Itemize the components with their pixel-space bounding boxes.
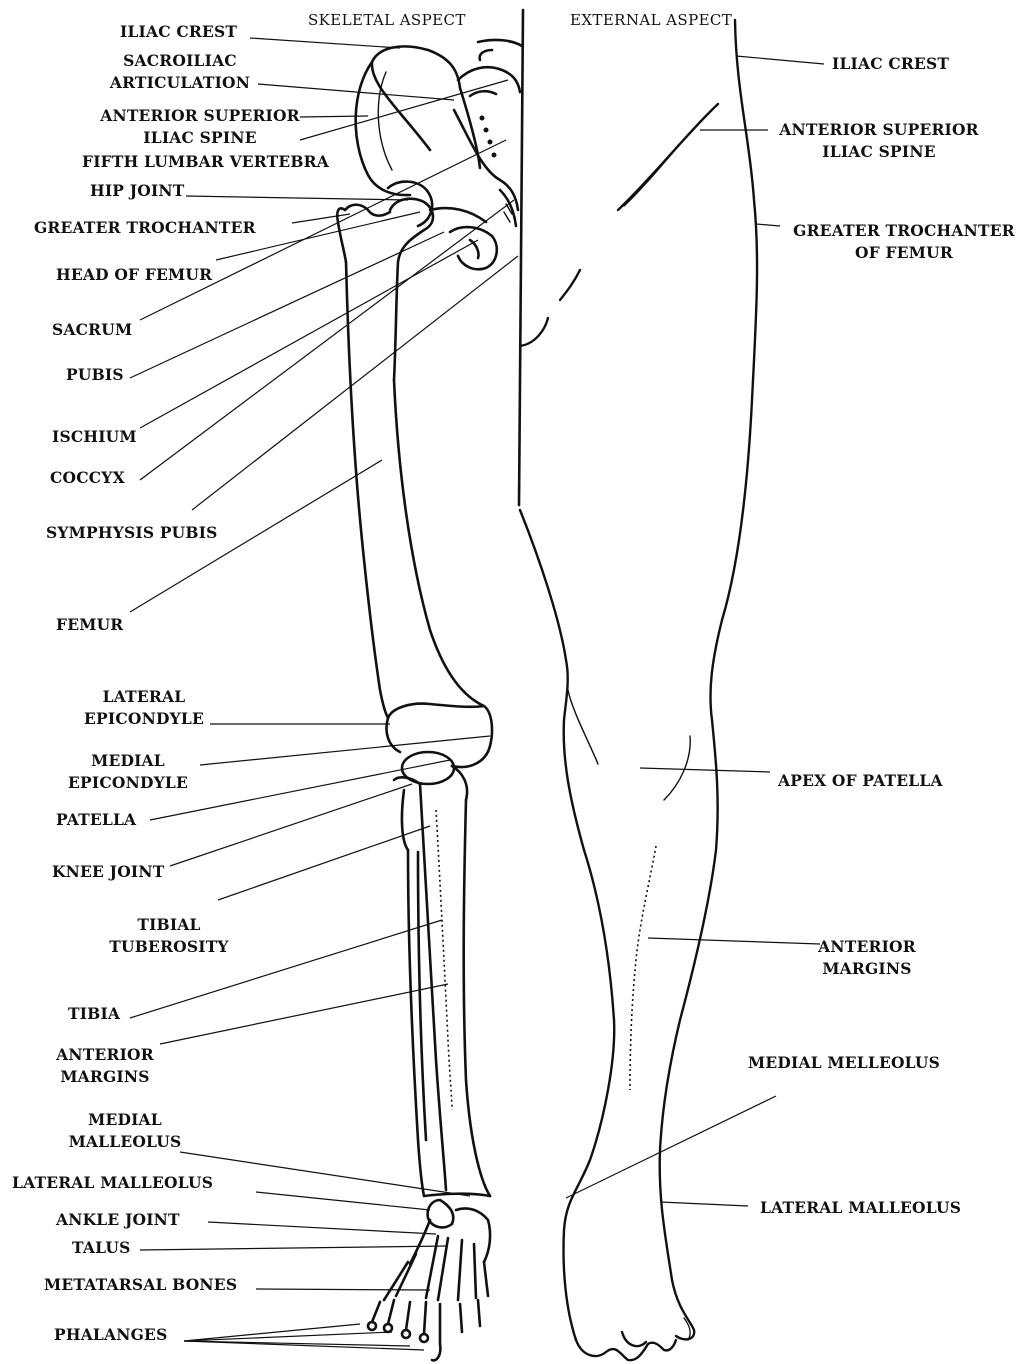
label-anterior-margins-left-line2: MARGINS <box>50 1066 160 1088</box>
label-asis-left-line1: ANTERIOR SUPERIOR <box>94 105 306 127</box>
skeletal-aspect-header: SKELETAL ASPECT <box>308 9 466 31</box>
label-sacroiliac-line2: ARTICULATION <box>100 72 260 94</box>
label-medial-epicondyle: MEDIAL EPICONDYLE <box>68 750 188 794</box>
label-tibial-tuberosity-line1: TIBIAL <box>104 914 234 936</box>
label-coccyx: COCCYX <box>50 467 125 489</box>
label-sacroiliac-articulation: SACROILIAC ARTICULATION <box>100 50 260 94</box>
label-apex-of-patella: APEX OF PATELLA <box>778 770 943 792</box>
label-sacrum: SACRUM <box>52 319 132 341</box>
label-knee-joint: KNEE JOINT <box>52 861 164 883</box>
label-metatarsal-bones: METATARSAL BONES <box>44 1274 237 1296</box>
label-iliac-crest-right: ILIAC CREST <box>832 53 949 75</box>
label-greater-trochanter-left: GREATER TROCHANTER <box>34 217 256 239</box>
label-patella: PATELLA <box>56 809 136 831</box>
label-asis-left-line2: ILIAC SPINE <box>94 127 306 149</box>
label-tibia: TIBIA <box>68 1003 120 1025</box>
label-pubis: PUBIS <box>66 364 124 386</box>
label-medial-melleolus-right: MEDIAL MELLEOLUS <box>748 1052 940 1074</box>
label-talus: TALUS <box>72 1237 130 1259</box>
label-greater-trochanter-right-line2: OF FEMUR <box>784 242 1024 264</box>
label-iliac-crest-left: ILIAC CREST <box>120 21 237 43</box>
label-sacroiliac-line1: SACROILIAC <box>100 50 260 72</box>
tibia-bone <box>394 766 490 1196</box>
label-ischium: ISCHIUM <box>52 426 137 448</box>
label-lateral-malleolus-right: LATERAL MALLEOLUS <box>760 1197 961 1219</box>
label-fifth-lumbar: FIFTH LUMBAR VERTEBRA <box>82 151 329 173</box>
label-hip-joint: HIP JOINT <box>90 180 185 202</box>
label-greater-trochanter-right: GREATER TROCHANTER OF FEMUR <box>784 220 1024 264</box>
label-asis-right: ANTERIOR SUPERIOR ILIAC SPINE <box>772 119 986 163</box>
label-lateral-epicondyle-line2: EPICONDYLE <box>84 708 204 730</box>
label-lateral-epicondyle: LATERAL EPICONDYLE <box>84 686 204 730</box>
divider-line <box>519 10 523 505</box>
label-femur: FEMUR <box>56 614 123 636</box>
label-tibial-tuberosity-line2: TUBEROSITY <box>104 936 234 958</box>
label-phalanges: PHALANGES <box>54 1324 167 1346</box>
label-ankle-joint: ANKLE JOINT <box>56 1209 180 1231</box>
label-medial-malleolus-line1: MEDIAL <box>60 1109 190 1131</box>
label-anterior-margins-left: ANTERIOR MARGINS <box>50 1044 160 1088</box>
leg-outline <box>520 20 757 1360</box>
label-asis-right-line1: ANTERIOR SUPERIOR <box>772 119 986 141</box>
label-greater-trochanter-right-line1: GREATER TROCHANTER <box>784 220 1024 242</box>
femur-bone <box>337 199 492 767</box>
label-tibial-tuberosity: TIBIAL TUBEROSITY <box>104 914 234 958</box>
label-lateral-epicondyle-line1: LATERAL <box>84 686 204 708</box>
label-medial-epicondyle-line1: MEDIAL <box>68 750 188 772</box>
label-medial-malleolus-line2: MALLEOLUS <box>60 1131 190 1153</box>
label-anterior-margins-right: ANTERIOR MARGINS <box>812 936 922 980</box>
label-anterior-margins-right-line1: ANTERIOR <box>812 936 922 958</box>
label-medial-malleolus-left: MEDIAL MALLEOLUS <box>60 1109 190 1153</box>
label-anterior-margins-right-line2: MARGINS <box>812 958 922 980</box>
label-asis-left: ANTERIOR SUPERIOR ILIAC SPINE <box>94 105 306 149</box>
label-asis-right-line2: ILIAC SPINE <box>772 141 986 163</box>
label-symphysis-pubis: SYMPHYSIS PUBIS <box>46 522 218 544</box>
foot-bones <box>368 1194 490 1361</box>
label-medial-epicondyle-line2: EPICONDYLE <box>68 772 188 794</box>
label-head-of-femur: HEAD OF FEMUR <box>56 264 212 286</box>
external-aspect-header: EXTERNAL ASPECT <box>570 9 732 31</box>
label-anterior-margins-left-line1: ANTERIOR <box>50 1044 160 1066</box>
label-lateral-malleolus-left: LATERAL MALLEOLUS <box>12 1172 213 1194</box>
